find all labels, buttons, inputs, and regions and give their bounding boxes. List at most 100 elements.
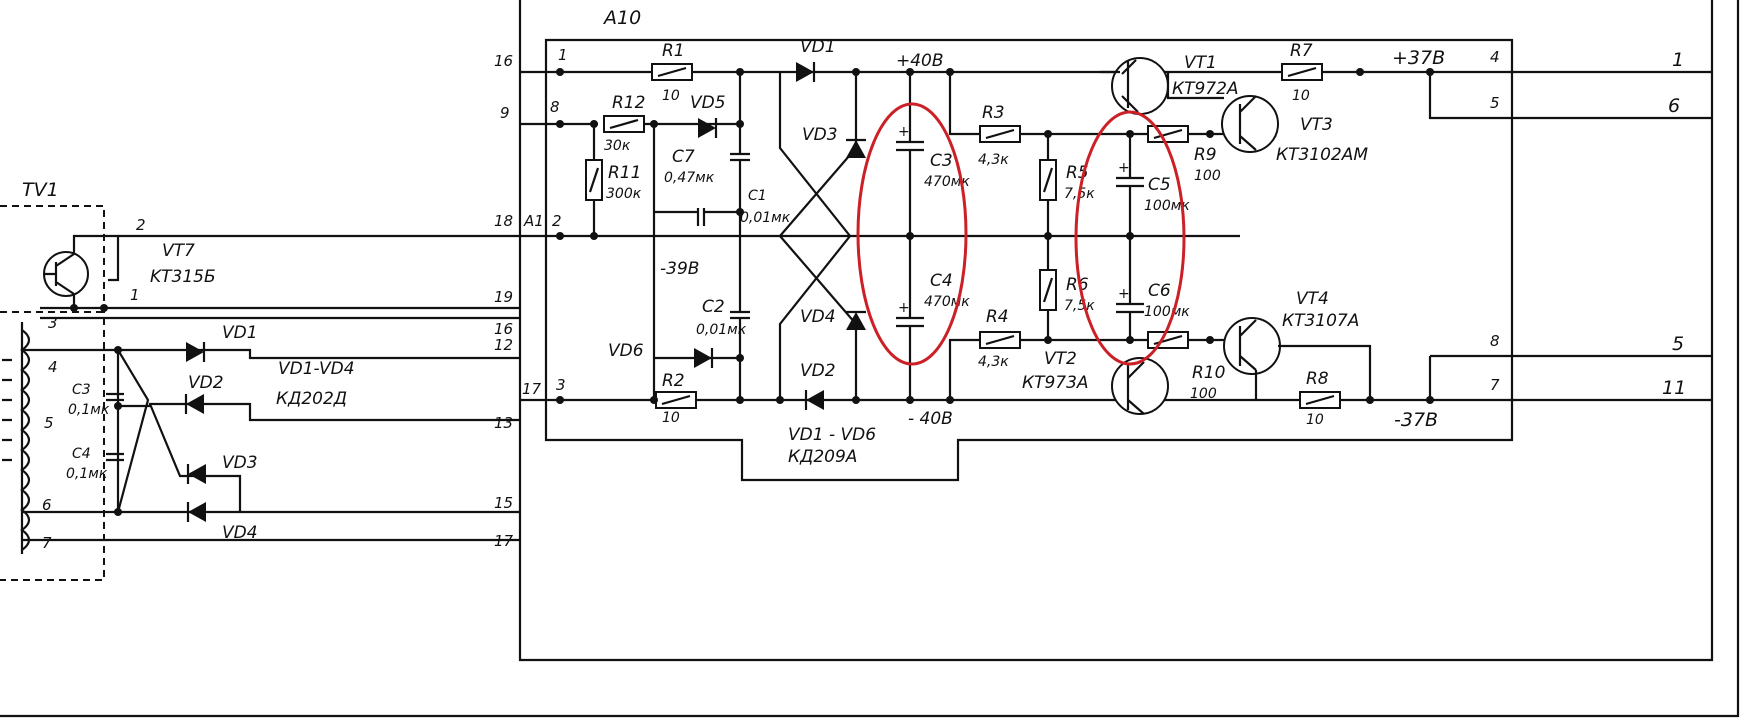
c4-left-label: C4 — [72, 446, 91, 462]
vd03-diode — [846, 138, 866, 158]
tv1-tap-6: 6 — [42, 496, 52, 514]
vt2-type-label: КТ973А — [1022, 373, 1089, 393]
board-rails — [520, 70, 1712, 402]
c2-label: C2 — [702, 297, 725, 317]
r5-resistor — [1039, 134, 1057, 236]
vd5-label: VD5 — [690, 93, 726, 113]
vd3-left-diode — [186, 464, 206, 484]
pin-18-in: 18 — [494, 212, 513, 230]
vd4-left-label: VD4 — [222, 523, 258, 543]
out-pin-7: 7 — [1490, 376, 1500, 394]
transformer-tv1-label: TV1 — [22, 179, 59, 201]
tv1-tap-4: 4 — [48, 358, 58, 376]
svg-text:+: + — [1118, 160, 1130, 176]
r1-resistor — [651, 63, 693, 81]
pin-17b-in: 17 — [494, 532, 514, 550]
r10-label: R10 — [1192, 363, 1225, 383]
r2-resistor — [655, 391, 697, 409]
r7-label: R7 — [1290, 41, 1313, 61]
vd01-diode — [796, 62, 816, 82]
vd2-left-diode — [184, 394, 204, 414]
vd03-label: VD3 — [802, 125, 838, 145]
vd1-left-diode — [186, 342, 206, 362]
r11-resistor — [585, 124, 603, 236]
svg-text:+: + — [1118, 286, 1130, 302]
node-1-label: 1 — [558, 46, 568, 64]
c7-capacitor — [654, 208, 740, 226]
c4-capacitor: + — [896, 236, 924, 400]
tv1-tap-7: 7 — [42, 534, 52, 552]
r12-label: R12 — [612, 93, 645, 113]
vd6-diode — [654, 348, 740, 368]
r3-label: R3 — [982, 103, 1005, 123]
vd1-vd6-type-label: КД209А — [788, 447, 857, 467]
pin-12-in: 12 — [494, 336, 513, 354]
c5-value: 100мк — [1144, 198, 1190, 214]
c5-label: C5 — [1148, 175, 1171, 195]
vt1-type-label: КТ972А — [1172, 79, 1239, 99]
r7-value: 10 — [1292, 88, 1310, 104]
c3-left-capacitor — [106, 392, 124, 402]
out-pin-8: 8 — [1490, 332, 1500, 350]
pin-16-in: 16 — [494, 52, 513, 70]
r8-resistor — [1299, 391, 1341, 409]
vt7-transistor-symbol — [43, 234, 120, 308]
c4-label: C4 — [930, 271, 953, 291]
c2-capacitor — [730, 236, 750, 400]
pin-17-in: 17 — [522, 380, 542, 398]
r10-resistor — [1120, 331, 1240, 349]
c3-label: C3 — [930, 151, 953, 171]
minus40-label: - 40В — [908, 409, 953, 429]
c5-capacitor: + — [1116, 134, 1144, 236]
vd5-diode — [698, 118, 718, 138]
r3-value: 4,3к — [978, 152, 1009, 168]
vt4-label: VT4 — [1296, 289, 1329, 309]
pin-16b-in: 16 — [494, 320, 513, 338]
r8-label: R8 — [1306, 369, 1329, 389]
vt2-label: VT2 — [1044, 349, 1077, 369]
tv1-tap-3: 3 — [48, 314, 58, 332]
svg-text:+: + — [898, 124, 910, 140]
vt3-label: VT3 — [1300, 115, 1333, 135]
vt1-label: VT1 — [1184, 53, 1217, 73]
r4-label: R4 — [986, 307, 1009, 327]
c3-capacitor: + — [896, 72, 924, 236]
c7-label: C7 — [672, 147, 695, 167]
c1-label: C1 — [748, 188, 767, 204]
junction-dots — [70, 68, 1434, 516]
c6-value: 100мк — [1144, 304, 1190, 320]
vt1-transistor — [1100, 57, 1169, 115]
ext-pin-11: 11 — [1662, 377, 1686, 399]
c3-left-label: C3 — [72, 382, 91, 398]
board-a10-outline — [544, 38, 1514, 482]
vd02-diode — [804, 390, 824, 410]
vd6-label: VD6 — [608, 341, 644, 361]
r3-resistor — [979, 125, 1021, 143]
transformer-wiring — [22, 234, 546, 542]
c2-value: 0,01мк — [696, 322, 747, 338]
pin-a1-label: А1 — [523, 212, 544, 230]
pin-19-in: 19 — [494, 288, 513, 306]
r7-resistor — [1281, 63, 1323, 81]
vt7-label: VT7 — [162, 241, 195, 261]
vd1-vd4-group-label: VD1-VD4 — [278, 359, 355, 379]
c6-capacitor: + — [1116, 236, 1144, 340]
plus37-label: +37В — [1392, 47, 1445, 69]
r6-label: R6 — [1066, 275, 1089, 295]
r9-value: 100 — [1194, 168, 1221, 184]
vd3-left-label: VD3 — [222, 453, 258, 473]
minus37-label: -37В — [1394, 409, 1438, 431]
r3-r4-wiring — [948, 72, 1120, 400]
c4-left-value: 0,1мк — [66, 466, 108, 482]
vt3-type-label: КТ3102АМ — [1276, 145, 1368, 165]
pin-9-in: 9 — [500, 104, 510, 122]
node-8-label: 8 — [550, 98, 560, 116]
vd02-label: VD2 — [800, 361, 836, 381]
vd1-vd6-group-label: VD1 - VD6 — [788, 425, 876, 445]
r11-label: R11 — [608, 163, 641, 183]
r4-resistor — [979, 331, 1021, 349]
pin-13-in: 13 — [494, 414, 513, 432]
tv1-pin-2: 2 — [136, 216, 146, 234]
r1-label: R1 — [662, 41, 685, 61]
highlight-c3-c4 — [856, 102, 968, 366]
